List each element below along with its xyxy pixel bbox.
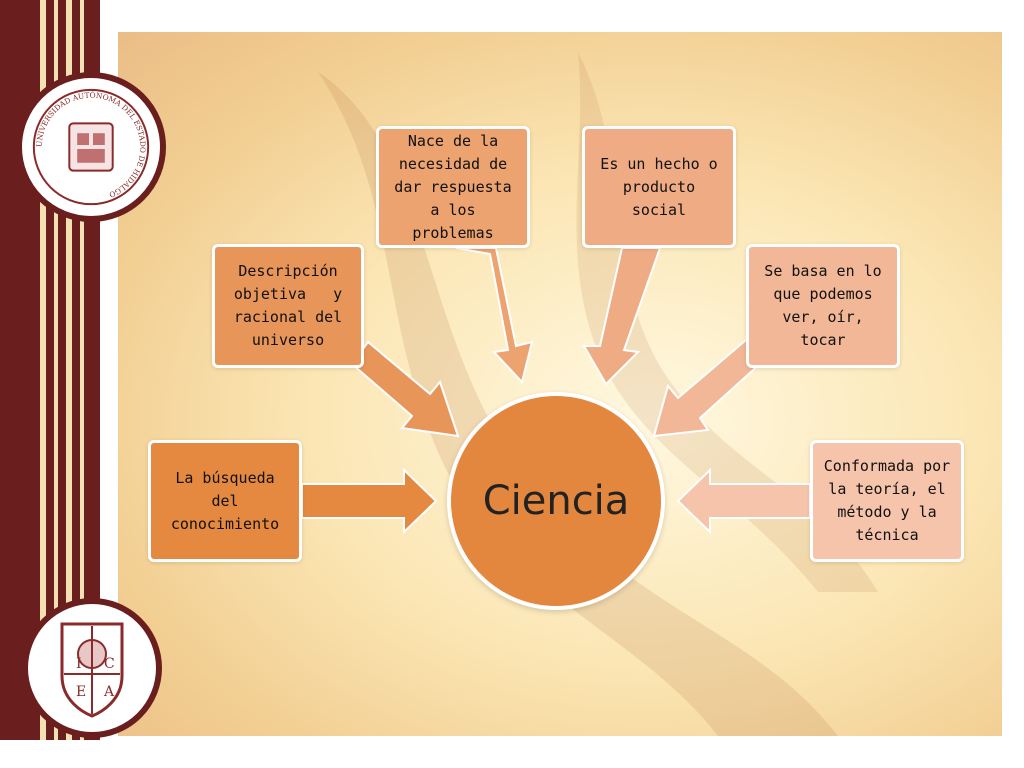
center-node: Ciencia [447, 392, 665, 610]
arrow-conformada [676, 467, 811, 535]
arrow-nace [455, 247, 534, 385]
crest-letter: C [104, 656, 115, 672]
center-label: Ciencia [482, 478, 630, 524]
node-basa: Se basa en lo que podemos ver, oír, toca… [746, 244, 900, 368]
crest-letter: E [76, 684, 86, 700]
node-label: La búsqueda del conocimiento [170, 468, 280, 533]
university-logo: UNIVERSIDAD AUTÓNOMA DEL ESTADO DE HIDAL… [16, 72, 166, 222]
node-label: Conformada por la teoría, el método y la… [823, 457, 951, 544]
node-busqueda: La búsqueda del conocimiento [148, 440, 302, 562]
stripe [80, 0, 84, 768]
crest-letter: I [76, 656, 82, 672]
stripe [54, 0, 58, 768]
icea-logo: I C E A [22, 598, 162, 738]
crest-letter: A [103, 684, 115, 700]
node-label: Es un hecho o producto social [600, 154, 718, 219]
arrow-busqueda [301, 467, 438, 535]
arrow-basa [652, 338, 764, 438]
node-hecho: Es un hecho o producto social [582, 126, 736, 248]
stripe [40, 0, 46, 768]
arrow-hecho [582, 247, 662, 386]
arrow-descripcion [350, 340, 460, 438]
node-nace: Nace de la necesidad de dar respuesta a … [376, 126, 530, 248]
bottom-band [0, 740, 1024, 768]
node-descripcion: Descripción objetiva y racional del univ… [212, 244, 364, 368]
node-conformada: Conformada por la teoría, el método y la… [810, 440, 964, 562]
node-label: Descripción objetiva y racional del univ… [233, 262, 352, 349]
university-seal-icon: UNIVERSIDAD AUTÓNOMA DEL ESTADO DE HIDAL… [32, 88, 150, 206]
stripe [66, 0, 72, 768]
node-label: Nace de la necesidad de dar respuesta a … [394, 131, 512, 242]
icea-crest-icon: I C E A [60, 622, 124, 718]
node-label: Se basa en lo que podemos ver, oír, toca… [764, 262, 882, 349]
